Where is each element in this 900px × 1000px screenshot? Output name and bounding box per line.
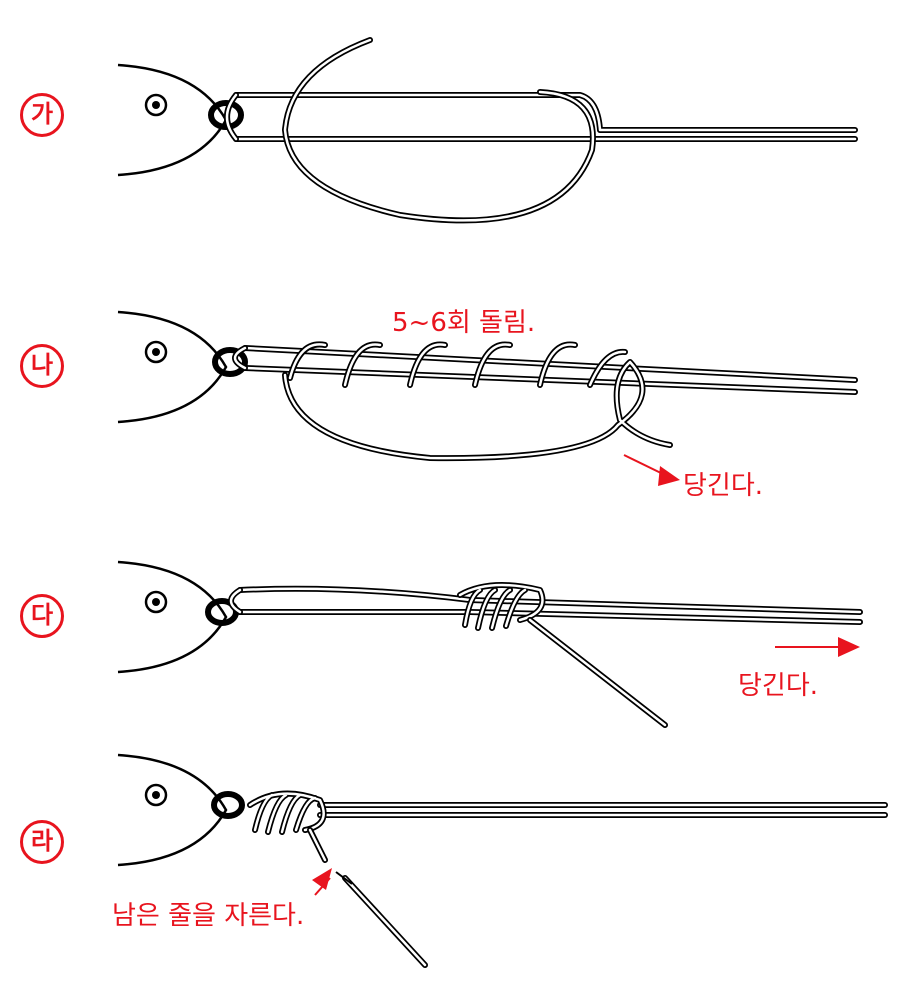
main-line-1: [224, 92, 858, 142]
step-badge-1: 가: [20, 93, 64, 137]
hook-eye-4: [211, 791, 245, 819]
tag-stub-4: [307, 827, 328, 863]
knot-4: [247, 790, 327, 835]
tag-end-3: [527, 617, 668, 728]
main-line-3: [228, 585, 863, 625]
cut-arrow-head: [312, 868, 332, 890]
pull-arrow-3-head: [838, 637, 860, 657]
step-2-wrap-instruction: 5~6회 돌림.: [392, 308, 536, 338]
step-3-pull-instruction: 당긴다.: [738, 671, 819, 701]
step-2-pull-instruction: 당긴다.: [683, 471, 764, 501]
step-badge-3: 다: [20, 594, 64, 638]
main-line-4: [317, 802, 888, 818]
step-badge-4: 라: [20, 820, 64, 864]
pull-arrow-2-line: [623, 454, 666, 476]
pull-arrow-2-head: [658, 466, 680, 486]
step-2-illustration: [116, 310, 858, 486]
tag-loop-1: [282, 37, 596, 224]
wraps-2: [287, 341, 628, 388]
step-badge-2: 나: [20, 344, 64, 388]
hook-eye-2: [212, 347, 248, 377]
step-3-illustration: [116, 560, 863, 728]
tag-cut-end-4: [335, 871, 428, 968]
tag-loop-2: [282, 359, 673, 462]
step-1-illustration: [116, 37, 858, 224]
step-4-cut-instruction: 남은 줄을 자른다.: [112, 901, 305, 931]
knot-3: [457, 582, 546, 631]
step-4-illustration: [116, 753, 888, 968]
